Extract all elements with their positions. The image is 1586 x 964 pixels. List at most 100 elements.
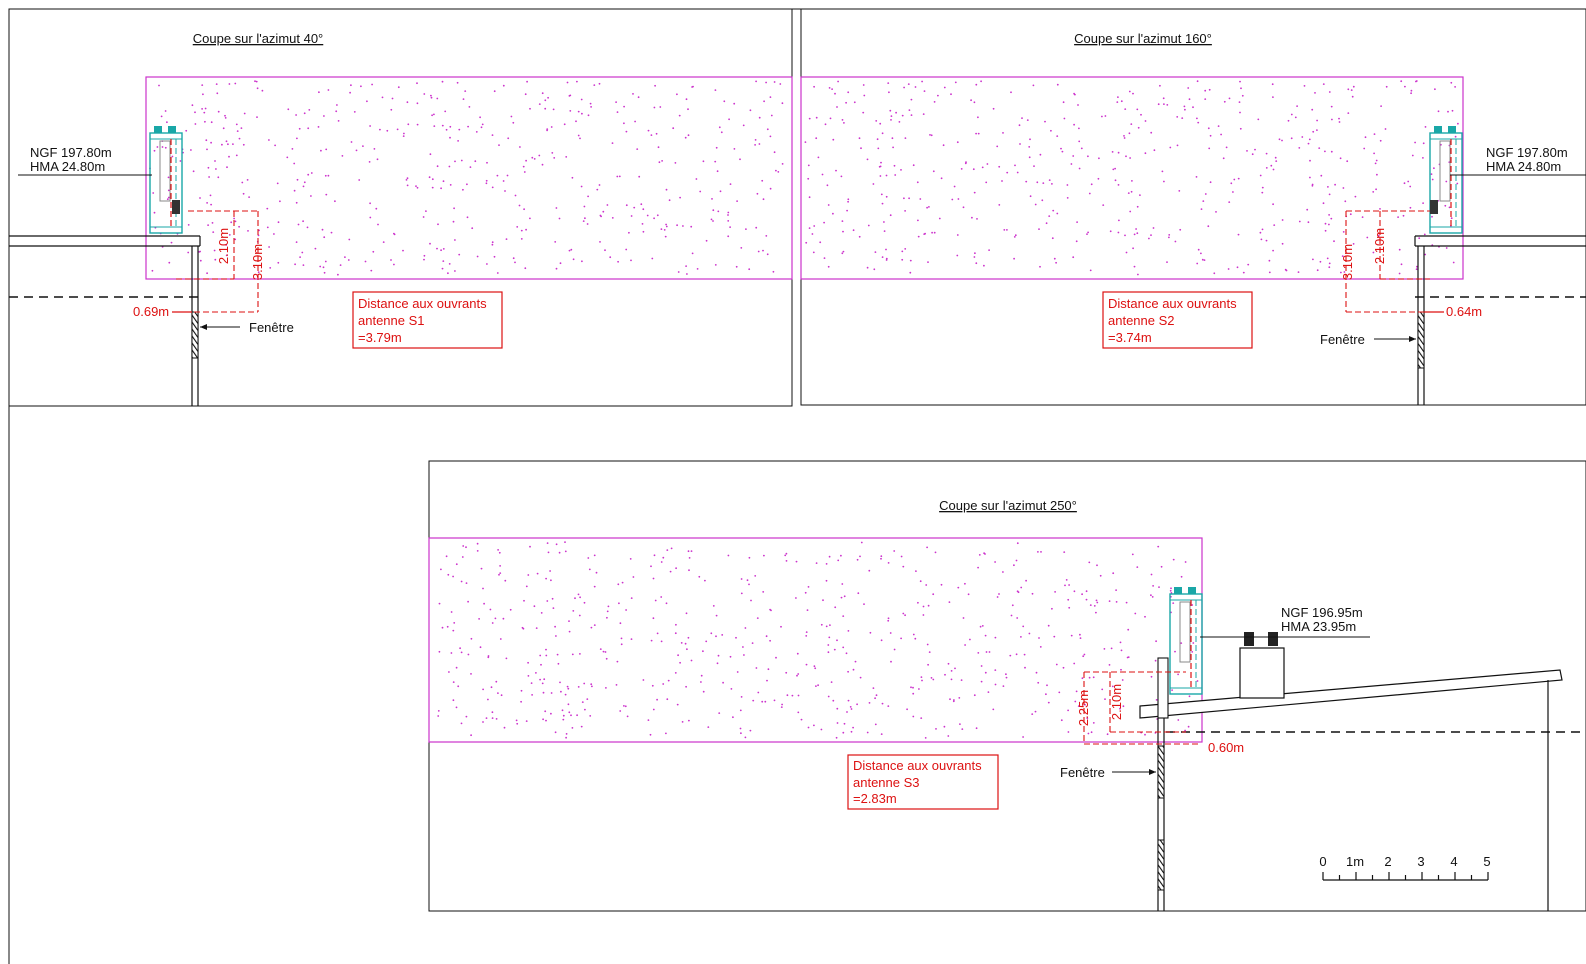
zone-dot xyxy=(302,185,305,188)
zone-dot xyxy=(1379,208,1381,210)
zone-dot xyxy=(662,683,665,685)
zone-dot xyxy=(191,104,194,107)
zone-dot xyxy=(684,642,687,645)
equipment-connector xyxy=(1244,632,1254,646)
zone-dot xyxy=(470,637,473,640)
zone-dot xyxy=(458,128,461,131)
window-hatch xyxy=(1157,745,1165,799)
zone-dot xyxy=(525,720,528,722)
zone-dot xyxy=(555,543,558,546)
zone-dot xyxy=(538,154,541,157)
zone-dot xyxy=(227,143,229,146)
zone-dot xyxy=(297,223,300,226)
zone-dot xyxy=(1037,551,1039,553)
zone-dot xyxy=(775,656,777,659)
zone-dot xyxy=(390,259,392,261)
zone-dot xyxy=(279,200,281,203)
window-hatch xyxy=(1417,311,1425,369)
zone-dot xyxy=(460,722,463,725)
zone-dot xyxy=(981,166,984,169)
zone-dot xyxy=(1168,236,1170,239)
zone-dot xyxy=(406,184,409,187)
zone-dot xyxy=(994,669,997,671)
zone-dot xyxy=(1158,586,1160,588)
zone-dot xyxy=(525,585,528,588)
zone-dot xyxy=(1053,257,1056,260)
zone-dot xyxy=(1324,222,1327,225)
zone-dot xyxy=(1031,713,1034,715)
zone-dot xyxy=(199,197,201,199)
zone-dot xyxy=(781,163,784,165)
zone-dot xyxy=(1021,117,1023,119)
zone-dot xyxy=(1366,236,1369,239)
zone-dot xyxy=(815,685,817,687)
zone-dot xyxy=(654,84,656,87)
zone-dot xyxy=(584,708,586,711)
zone-dot xyxy=(199,259,202,262)
zone-dot xyxy=(616,660,619,663)
zone-dot xyxy=(954,81,957,84)
zone-dot xyxy=(1085,590,1088,593)
zone-dot xyxy=(445,555,448,558)
zone-dot xyxy=(1135,228,1137,230)
zone-dot xyxy=(1033,165,1035,168)
zone-dot xyxy=(318,91,320,94)
zone-dot xyxy=(486,263,488,265)
zone-dot xyxy=(579,653,581,655)
zone-dot xyxy=(625,130,628,133)
zone-dot xyxy=(590,106,592,108)
zone-dot xyxy=(436,165,439,168)
zone-dot xyxy=(908,197,910,200)
zone-dot xyxy=(825,563,828,565)
zone-dot xyxy=(1184,561,1187,563)
zone-dot xyxy=(1092,676,1095,679)
zone-dot xyxy=(988,249,990,252)
zone-dot xyxy=(579,596,581,599)
zone-dot xyxy=(729,655,732,658)
zone-dot xyxy=(1398,272,1401,275)
zone-dot xyxy=(1239,80,1241,83)
zone-dot xyxy=(1047,624,1050,627)
dimension-vertical-b: 3.10m xyxy=(1340,244,1355,280)
zone-dot xyxy=(662,556,665,559)
zone-dot xyxy=(549,570,551,572)
zone-dot xyxy=(1328,193,1331,196)
zone-dot xyxy=(977,132,980,135)
zone-dot xyxy=(1166,261,1168,263)
zone-dot xyxy=(804,591,807,594)
zone-dot xyxy=(482,688,484,691)
zone-dot xyxy=(453,207,455,210)
zone-dot xyxy=(659,106,662,108)
zone-dot xyxy=(1444,204,1447,207)
zone-dot xyxy=(1045,693,1047,696)
zone-dot xyxy=(641,223,644,225)
zone-dot xyxy=(1379,139,1382,142)
zone-dot xyxy=(1385,85,1388,88)
zone-dot xyxy=(491,243,494,246)
zone-dot xyxy=(1060,147,1062,150)
zone-dot xyxy=(1079,637,1082,639)
zone-dot xyxy=(846,711,848,713)
zone-dot xyxy=(453,622,456,624)
zone-dot xyxy=(425,210,427,213)
zone-dot xyxy=(571,176,574,179)
zone-dot xyxy=(729,183,732,186)
zone-dot xyxy=(1339,157,1342,160)
zone-dot xyxy=(599,214,602,217)
zone-dot xyxy=(836,707,839,710)
zone-dot xyxy=(1137,273,1139,276)
zone-dot xyxy=(1281,219,1284,221)
zone-dot xyxy=(1002,571,1004,573)
zone-dot xyxy=(1301,136,1304,138)
zone-dot xyxy=(1397,216,1399,219)
zone-dot xyxy=(805,241,808,244)
zone-dot xyxy=(687,550,690,553)
zone-dot xyxy=(807,586,810,588)
zone-dot xyxy=(620,643,623,646)
zone-dot xyxy=(1088,192,1091,195)
zone-dot xyxy=(561,709,564,712)
zone-dot xyxy=(1176,116,1179,118)
zone-dot xyxy=(1067,731,1070,733)
zone-dot xyxy=(837,80,839,83)
zone-dot xyxy=(1316,129,1318,132)
